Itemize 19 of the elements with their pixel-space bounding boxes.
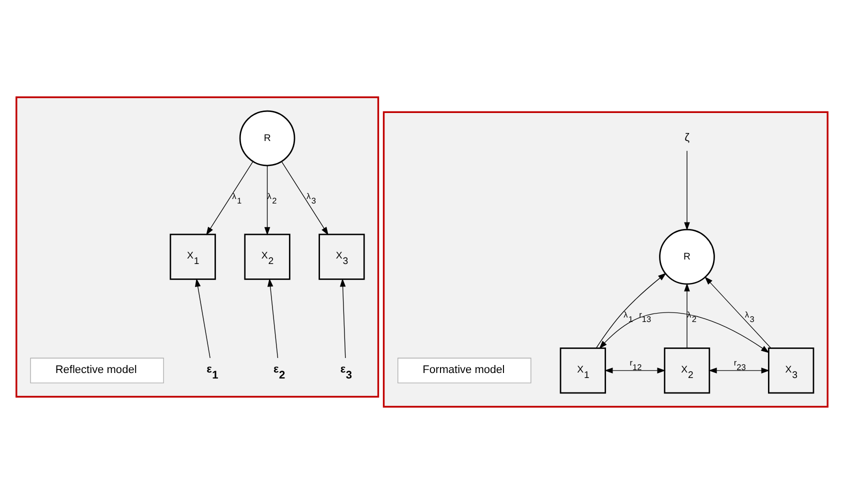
cluster [16,96,380,398]
arrow [194,278,210,358]
node-circle: R [239,110,296,166]
arrow [599,312,770,353]
arrow [264,164,270,235]
arrow [684,282,690,348]
node-box: Formative model [398,357,532,383]
arrow [604,367,666,373]
cluster [382,110,828,408]
arrow [281,160,328,235]
arrow [267,278,278,358]
arrow [684,150,690,230]
arrow [704,276,772,348]
arrow [340,278,346,358]
node-text: ζ [684,131,690,144]
arrow [206,160,254,235]
arrow [596,272,666,348]
arrow [708,367,770,373]
node-box: Reflective model [30,357,164,383]
